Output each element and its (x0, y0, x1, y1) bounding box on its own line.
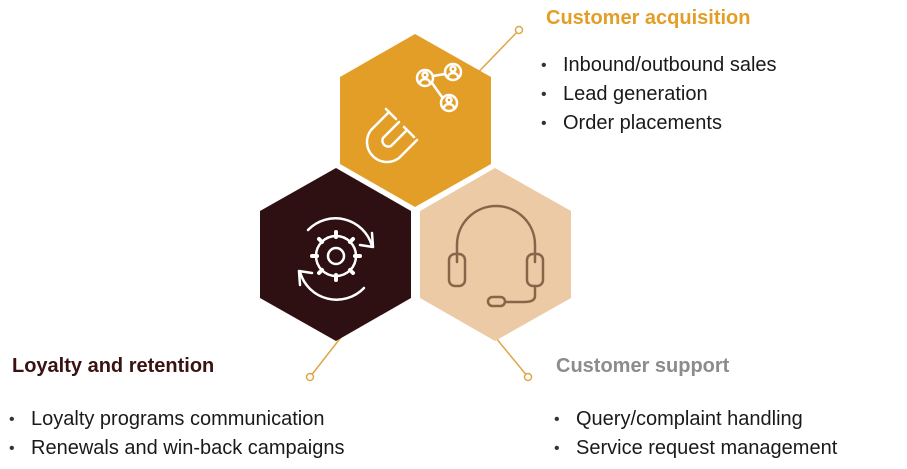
support-connector-dot (523, 372, 533, 382)
list-item: Service request management (552, 434, 837, 463)
loyalty-title: Loyalty and retention (12, 355, 215, 377)
list-item: Order placements (539, 109, 777, 138)
list-item: Inbound/outbound sales (539, 51, 777, 80)
magnet-people-icon (365, 62, 463, 164)
acquisition-title: Customer acquisition (546, 7, 751, 29)
support-hexagon (420, 168, 571, 341)
support-list: Query/complaint handling Service request… (552, 405, 837, 463)
acquisition-connector-dot (514, 25, 524, 35)
acquisition-list: Inbound/outbound sales Lead generation O… (539, 51, 777, 138)
support-title: Customer support (556, 355, 730, 377)
acquisition-hexagon (340, 34, 491, 207)
loyalty-connector-dot (305, 372, 315, 382)
headset-icon (447, 204, 545, 308)
loyalty-hexagon (260, 168, 411, 341)
list-item: Query/complaint handling (552, 405, 837, 434)
list-item: Renewals and win-back campaigns (7, 434, 345, 463)
loyalty-list: Loyalty programs communication Renewals … (7, 405, 345, 463)
gear-cycle-icon (297, 217, 375, 301)
list-item: Lead generation (539, 80, 777, 109)
list-item: Loyalty programs communication (7, 405, 345, 434)
